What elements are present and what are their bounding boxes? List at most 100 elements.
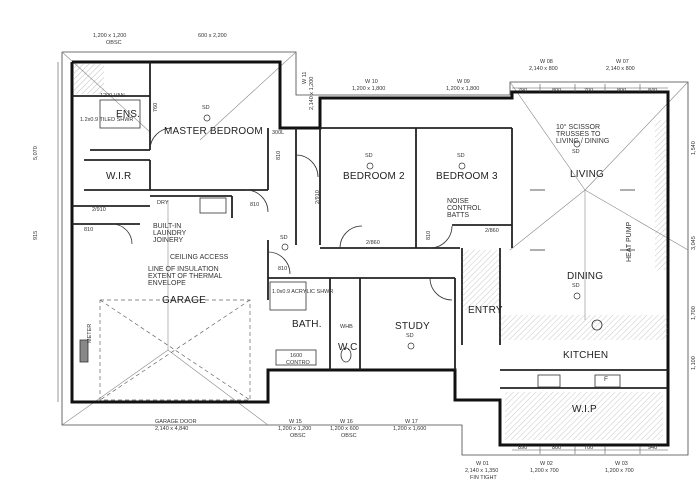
window-w01: W 01: [476, 461, 489, 467]
dim-810-b: 810: [250, 202, 260, 208]
sd-living: SD: [572, 149, 580, 155]
appliance-fridge: F: [604, 376, 608, 383]
dim-2-860-b: 2/860: [485, 228, 499, 234]
wip-shelves: [505, 392, 663, 440]
sd-study: SD: [406, 333, 414, 339]
dim-915: 915: [33, 230, 39, 240]
window-w15: W 15: [289, 419, 302, 425]
sd-bedroom-3: SD: [457, 153, 465, 159]
room-ensuite: ENS.: [116, 109, 141, 120]
note-noise: NOISE: [447, 198, 469, 205]
dim-760: 760: [153, 102, 159, 112]
entry-stairs: [462, 250, 500, 310]
room-bedroom-3: BEDROOM 3: [436, 171, 498, 182]
truss-arrows: [530, 189, 635, 251]
window-w02: W 02: [540, 461, 553, 467]
room-study: STUDY: [395, 321, 430, 332]
dim-300l: 300L: [272, 130, 285, 136]
dim-1540: 1,540: [691, 141, 697, 155]
fixtures: [79, 99, 621, 388]
window-w01-size: 2,140 x 1,350: [465, 468, 499, 474]
note-insulation-2: EXTENT OF THERMAL: [148, 273, 223, 280]
window-w16: W 16: [340, 419, 353, 425]
room-bath: BATH.: [292, 319, 322, 330]
dim-top-800a: 800: [552, 88, 562, 94]
note-whb: WHB: [340, 324, 353, 330]
window-w15-size: 1,200 x 1,200: [278, 426, 312, 432]
window-w03-size: 1,200 x 700: [605, 468, 634, 474]
smoke-detectors: [203, 114, 581, 350]
garage-door-panel: [99, 299, 251, 401]
room-bedroom-2: BEDROOM 2: [343, 171, 405, 182]
window-w08: W 08: [540, 59, 553, 65]
dim-3045: 3,045: [691, 236, 697, 250]
window-w15-type: OBSC: [290, 433, 306, 439]
note-laundry: LAUNDRY: [153, 230, 187, 237]
window-w17-size: 1,200 x 1,600: [393, 426, 427, 432]
note-bath-control: CONTRO: [286, 360, 310, 366]
sd-hall: SD: [280, 235, 288, 241]
dimension-lines: [57, 62, 668, 454]
room-garage: GARAGE: [162, 295, 206, 306]
dim-1700: 1,700: [691, 306, 697, 320]
ensuite-tiles: [74, 64, 104, 94]
dim-2-860-a: 2/860: [366, 240, 380, 246]
dim-810-d: 810: [276, 150, 282, 160]
dim-5070: 5,070: [33, 146, 39, 160]
room-kitchen: KITCHEN: [563, 350, 609, 361]
room-wip: W.I.P: [572, 404, 597, 415]
window-w17: W 17: [405, 419, 418, 425]
window-top-mid-size: 600 x 2,200: [198, 33, 227, 39]
note-heat-pump: HEAT PUMP: [626, 221, 633, 262]
kitchen-bench: [500, 315, 668, 340]
dim-810-e: 810: [426, 230, 432, 240]
note-van: 1200 VAN: [100, 93, 125, 99]
sd-dining: SD: [572, 283, 580, 289]
door-swings: [111, 127, 453, 301]
window-w11: W 11: [302, 71, 308, 84]
dim-bot-940: 940: [648, 445, 658, 451]
dim-bot-890: 890: [518, 445, 528, 451]
note-bath-size: 1600: [290, 353, 303, 359]
window-w08-size: 2,140 x 800: [529, 66, 558, 72]
note-control: CONTROL: [447, 205, 482, 212]
window-w07: W 07: [616, 59, 629, 65]
note-scissor-2: TRUSSES TO: [556, 131, 601, 138]
room-wc: W.C: [338, 342, 358, 353]
dim-2-910-b: 2/910: [315, 190, 321, 204]
sd-master: SD: [202, 105, 210, 111]
window-w16-type: OBSC: [341, 433, 357, 439]
window-w07-size: 2,140 x 800: [606, 66, 635, 72]
note-batts: BATTS: [447, 212, 470, 219]
window-w10: W 10: [365, 79, 378, 85]
note-acrylic-shwr: 1.0x0.9 ACRYLIC SHWR: [272, 289, 334, 295]
dim-810-a: 810: [84, 227, 94, 233]
dim-top-840: 840: [648, 88, 658, 94]
room-dining: DINING: [567, 271, 604, 282]
dim-bot-700: 700: [584, 445, 594, 451]
room-living: LIVING: [570, 169, 604, 180]
sd-bedroom-2: SD: [365, 153, 373, 159]
room-master-bedroom: MASTER BEDROOM: [164, 126, 263, 137]
note-scissor-3: LIVING / DINING: [556, 138, 610, 145]
dim-2-910: 2/910: [92, 207, 106, 213]
note-joinery: JOINERY: [153, 237, 184, 244]
room-laundry-dry: DRY: [157, 200, 169, 206]
window-w09: W 09: [457, 79, 470, 85]
interior-walls: [72, 62, 668, 389]
dim-top-790: 790: [518, 88, 528, 94]
window-w11-size: 2,140 x 1,200: [309, 76, 315, 110]
window-top-left-type: OBSC: [106, 40, 122, 46]
window-w01-type: FIN TIGHT: [470, 475, 497, 481]
note-builtin: BUILT-IN: [153, 223, 182, 230]
window-w10-size: 1,200 x 1,800: [352, 86, 386, 92]
window-w09-size: 1,200 x 1,800: [446, 86, 480, 92]
room-entry: ENTRY: [468, 305, 503, 316]
dim-top-700: 700: [584, 88, 594, 94]
exterior-walls: [70, 60, 670, 447]
dim-top-800b: 800: [617, 88, 627, 94]
note-meter: METER: [87, 323, 93, 343]
dim-1100: 1,100: [691, 356, 697, 370]
window-w16-size: 1,200 x 600: [330, 426, 359, 432]
